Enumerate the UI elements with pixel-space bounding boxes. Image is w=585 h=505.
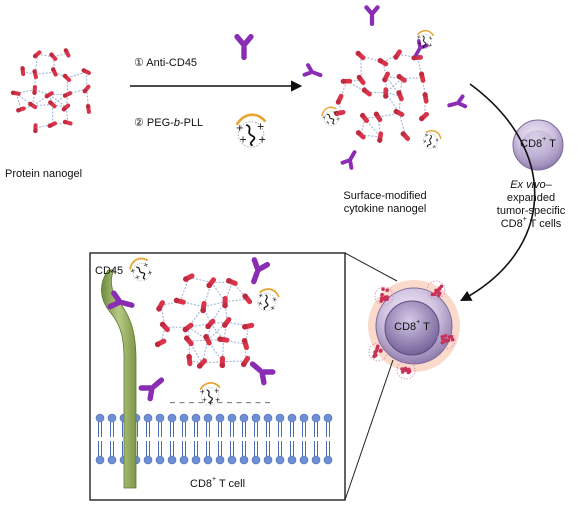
lipid-bilayer-membrane bbox=[95, 413, 333, 465]
cd45-receptor bbox=[101, 269, 137, 489]
svg-text:+: + bbox=[332, 109, 338, 116]
svg-text:+: + bbox=[421, 138, 428, 145]
loaded-cell-label: CD8+ T bbox=[394, 319, 430, 333]
loading-arrow bbox=[460, 83, 536, 302]
membrane-charges: – – – – – – – – – – – bbox=[170, 397, 272, 407]
svg-text:+: + bbox=[202, 396, 208, 404]
svg-text:+: + bbox=[142, 260, 150, 269]
antibody-icon bbox=[234, 34, 254, 60]
protein-nanogel-left bbox=[10, 48, 91, 134]
svg-text:+: + bbox=[214, 387, 220, 395]
step1-label: ① Anti-CD45 bbox=[134, 57, 198, 69]
svg-text:+: + bbox=[433, 137, 440, 144]
cd8-cell-label: CD8+ T bbox=[520, 136, 556, 150]
svg-text:+: + bbox=[325, 120, 331, 127]
svg-text:+: + bbox=[271, 295, 279, 304]
svg-text:+: + bbox=[257, 122, 265, 133]
svg-text:+: + bbox=[430, 144, 437, 151]
svg-text:+: + bbox=[257, 291, 265, 300]
svg-text:+: + bbox=[129, 266, 137, 275]
bound-nanogel-inset: ++++++++++++ bbox=[107, 257, 280, 406]
svg-text:+: + bbox=[256, 299, 264, 308]
ex-vivo-label: Ex vivo– expanded tumor-specific CD8+ T … bbox=[496, 179, 566, 230]
zoom-line-bottom bbox=[344, 359, 394, 501]
svg-text:+: + bbox=[427, 43, 433, 50]
svg-text:+: + bbox=[239, 134, 247, 145]
svg-text:+: + bbox=[269, 303, 277, 312]
svg-text:+: + bbox=[258, 134, 266, 145]
svg-text:+: + bbox=[236, 123, 244, 134]
svg-text:+: + bbox=[417, 41, 423, 48]
svg-text:+: + bbox=[335, 116, 341, 123]
step2-label: ② PEG-b-PLL bbox=[134, 117, 204, 129]
svg-text:+: + bbox=[146, 268, 154, 277]
svg-text:+: + bbox=[428, 35, 434, 42]
surface-modified-nanogel: ++++++++++++ bbox=[302, 5, 468, 170]
t-cell-inset-label: CD8+ T cell bbox=[190, 476, 246, 490]
protein-nanogel-label: Protein nanogel bbox=[5, 168, 83, 180]
surface-modified-label: Surface-modified cytokine nanogel bbox=[343, 190, 427, 215]
svg-text:+: + bbox=[423, 132, 430, 139]
cd45-label: CD45 bbox=[95, 265, 124, 277]
svg-text:+: + bbox=[215, 396, 221, 404]
zoom-line-top bbox=[344, 252, 398, 282]
svg-text:+: + bbox=[321, 114, 327, 121]
svg-text:+: + bbox=[416, 34, 422, 41]
svg-text:+: + bbox=[200, 388, 206, 396]
nanogel-loaded-t-cell bbox=[368, 280, 460, 380]
peg-pll-polymer-icon: ++++ bbox=[235, 113, 267, 148]
svg-text:+: + bbox=[134, 273, 142, 282]
